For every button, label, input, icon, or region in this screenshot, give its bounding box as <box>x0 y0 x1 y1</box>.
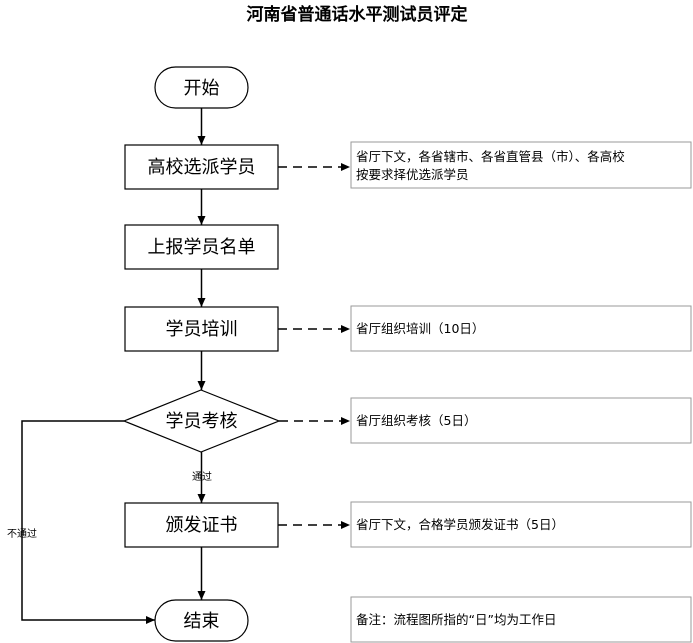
training-note-box <box>350 305 692 352</box>
report-list-label: 上报学员名单 <box>148 237 256 258</box>
diagram-title: 河南省普通话水平测试员评定 <box>247 4 468 25</box>
select-students-node <box>124 144 279 190</box>
select-students-label: 高校选派学员 <box>148 157 256 178</box>
training-node <box>124 306 279 352</box>
select-note-box <box>350 141 692 189</box>
select-note-line2: 按要求择优选派学员 <box>356 167 469 182</box>
exam-note-text: 省厅组织考核（5日） <box>356 413 476 428</box>
remark-box <box>350 596 692 643</box>
certificate-label: 颁发证书 <box>166 515 238 536</box>
remark-text: 备注：流程图所指的“日”均为工作日 <box>356 612 556 627</box>
end-node-label: 结束 <box>184 611 220 632</box>
select-note-line1: 省厅下文，各省辖市、各省直管县（市）、各高校 <box>356 149 625 164</box>
pass-edge-label: 通过 <box>192 470 212 483</box>
certificate-note-box <box>350 501 692 548</box>
training-label: 学员培训 <box>166 319 238 340</box>
exam-decision-label: 学员考核 <box>166 411 238 432</box>
fail-edge-label: 不通过 <box>7 527 37 540</box>
exam-note-box <box>350 397 692 444</box>
training-note-text: 省厅组织培训（10日） <box>356 321 484 336</box>
start-node-label: 开始 <box>184 78 220 99</box>
certificate-note-text: 省厅下文，合格学员颁发证书（5日） <box>356 517 564 532</box>
fail-path-arrow <box>21 420 155 624</box>
